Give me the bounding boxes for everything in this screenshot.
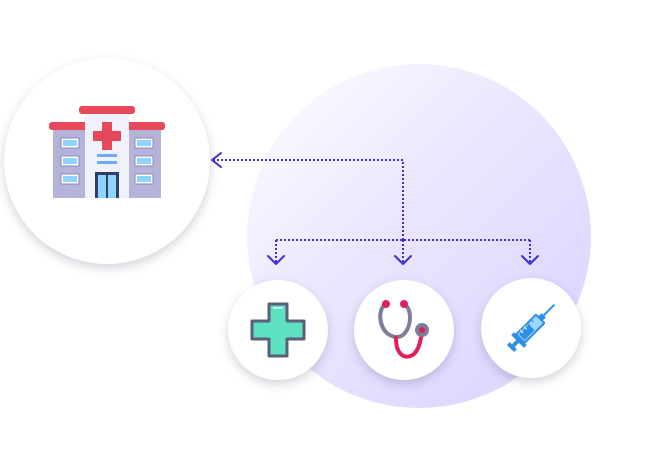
syringe-icon	[506, 303, 556, 353]
arrowhead-down-icon	[521, 255, 539, 265]
stethoscope-node	[354, 280, 454, 380]
arrowhead-down-icon	[267, 255, 285, 265]
connector-to-hospital	[214, 159, 404, 240]
syringe-node	[481, 278, 581, 378]
arrowhead-left-icon	[211, 152, 222, 168]
hospital-icon	[49, 106, 165, 198]
hospital-node	[4, 58, 210, 264]
medical-cross-icon	[250, 302, 306, 358]
stethoscope-icon	[378, 300, 429, 359]
arrowhead-down-icon	[394, 255, 412, 265]
medical-cross-node	[228, 280, 328, 380]
